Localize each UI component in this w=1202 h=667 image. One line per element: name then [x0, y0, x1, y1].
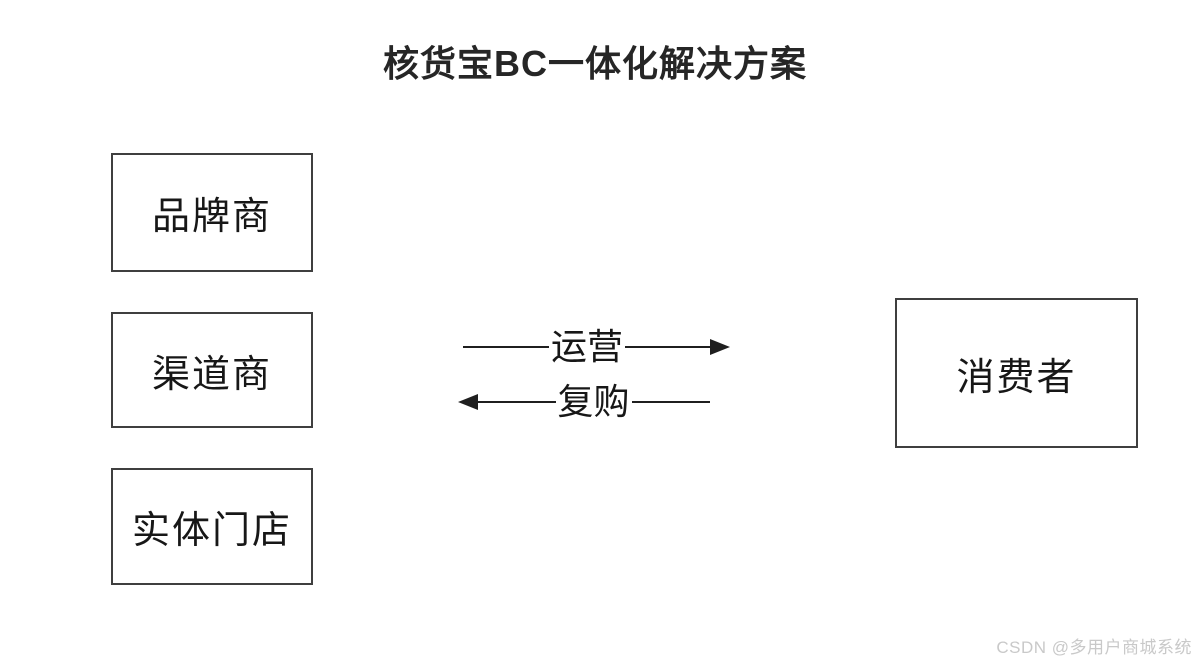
- arrowhead-left-icon: [458, 394, 478, 410]
- node-consumer: 消费者: [895, 298, 1138, 448]
- arrow-line-segment: [463, 346, 549, 348]
- csdn-watermark: CSDN @多用户商城系统: [996, 638, 1192, 657]
- node-brand-merchant-label: 品牌商: [151, 196, 272, 238]
- arrow-line-segment: [631, 401, 711, 403]
- repurchase-arrow: 复购: [458, 382, 711, 422]
- node-channel-merchant: 渠道商: [111, 312, 313, 428]
- node-consumer-label: 消费者: [956, 356, 1077, 399]
- node-physical-store: 实体门店: [111, 468, 313, 585]
- node-brand-merchant: 品牌商: [111, 153, 313, 272]
- page-title: 核货宝BC一体化解决方案: [383, 43, 807, 84]
- operations-arrow: 运营: [463, 327, 731, 367]
- arrowhead-right-icon: [710, 339, 731, 355]
- repurchase-arrow-label: 复购: [557, 382, 630, 422]
- operations-arrow-label: 运营: [551, 327, 624, 367]
- node-physical-store-label: 实体门店: [131, 510, 292, 552]
- node-channel-merchant-label: 渠道商: [151, 353, 272, 396]
- arrow-line-segment: [625, 346, 712, 348]
- arrow-line-segment: [477, 401, 556, 403]
